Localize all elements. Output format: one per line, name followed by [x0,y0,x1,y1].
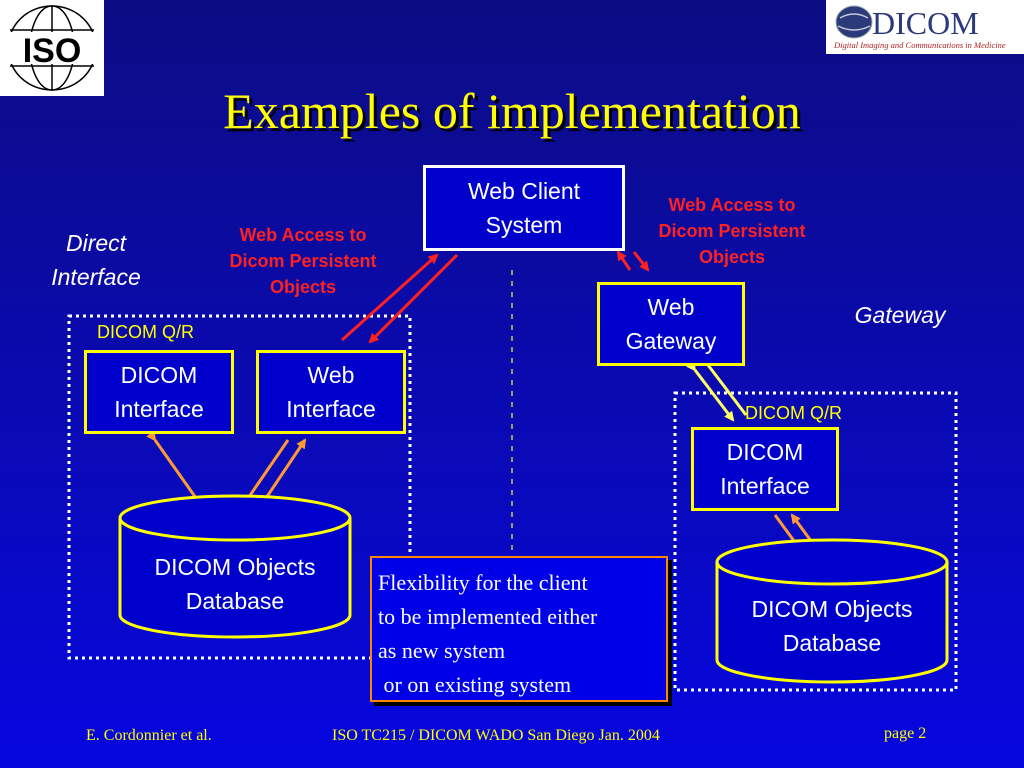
footer-page: page 2 [884,725,927,742]
gateway-dicom-arrow-down [686,360,735,422]
left-database-label: DICOM Objects Database [154,554,316,614]
dicom-globe-icon [835,5,873,39]
page-title: Examples of implementation [223,83,801,139]
right-database-label: DICOM Objects Database [751,596,913,656]
web-access-label-left: Web Access to Dicom Persistent Objects [229,225,377,297]
left-web-interface-box: Web Interface [256,350,406,434]
web-access-label-right: Web Access to Dicom Persistent Objects [658,195,806,267]
svg-text:DICOM: DICOM [872,5,979,41]
iso-logo: ISO [0,0,104,96]
gateway-label: Gateway [854,302,946,328]
direct-interface-region [67,314,412,660]
left-dicom-interface-box: DICOM Interface [84,350,234,434]
web-access-arrow-up [340,253,439,342]
iso-globe-icon: ISO [6,5,98,91]
footer-author: E. Cordonnier et al. [86,727,212,744]
right-dicom-qr-label: DICOM Q/R [745,403,842,423]
left-database-cylinder [118,494,352,639]
right-dicom-interface-box: DICOM Interface [691,427,839,511]
gateway-access-arrow-down [632,251,650,272]
web-client-system-box: Web Client System [423,165,625,251]
web-client-line1: Web Client [467,178,581,204]
direct-interface-label: Direct Interface [51,230,141,290]
gateway-dicom-arrow-up [706,364,748,416]
flexibility-note: Flexibility for the client to be impleme… [370,556,668,702]
gateway-access-arrow-up [616,250,632,271]
left-dicom-qr-label: DICOM Q/R [97,322,194,342]
web-gateway-box: Web Gateway [597,282,745,366]
footer-event: ISO TC215 / DICOM WADO San Diego Jan. 20… [332,727,660,744]
right-database-cylinder [715,538,949,684]
dicom-logo: DICOM Digital Imaging and Communications… [826,0,1024,54]
svg-text:ISO: ISO [23,32,82,70]
gateway-region [673,391,958,692]
web-access-arrow-down [368,253,459,344]
web-client-line2: System [485,212,563,238]
svg-text:Digital Imaging and Communicat: Digital Imaging and Communications in Me… [833,40,1006,50]
